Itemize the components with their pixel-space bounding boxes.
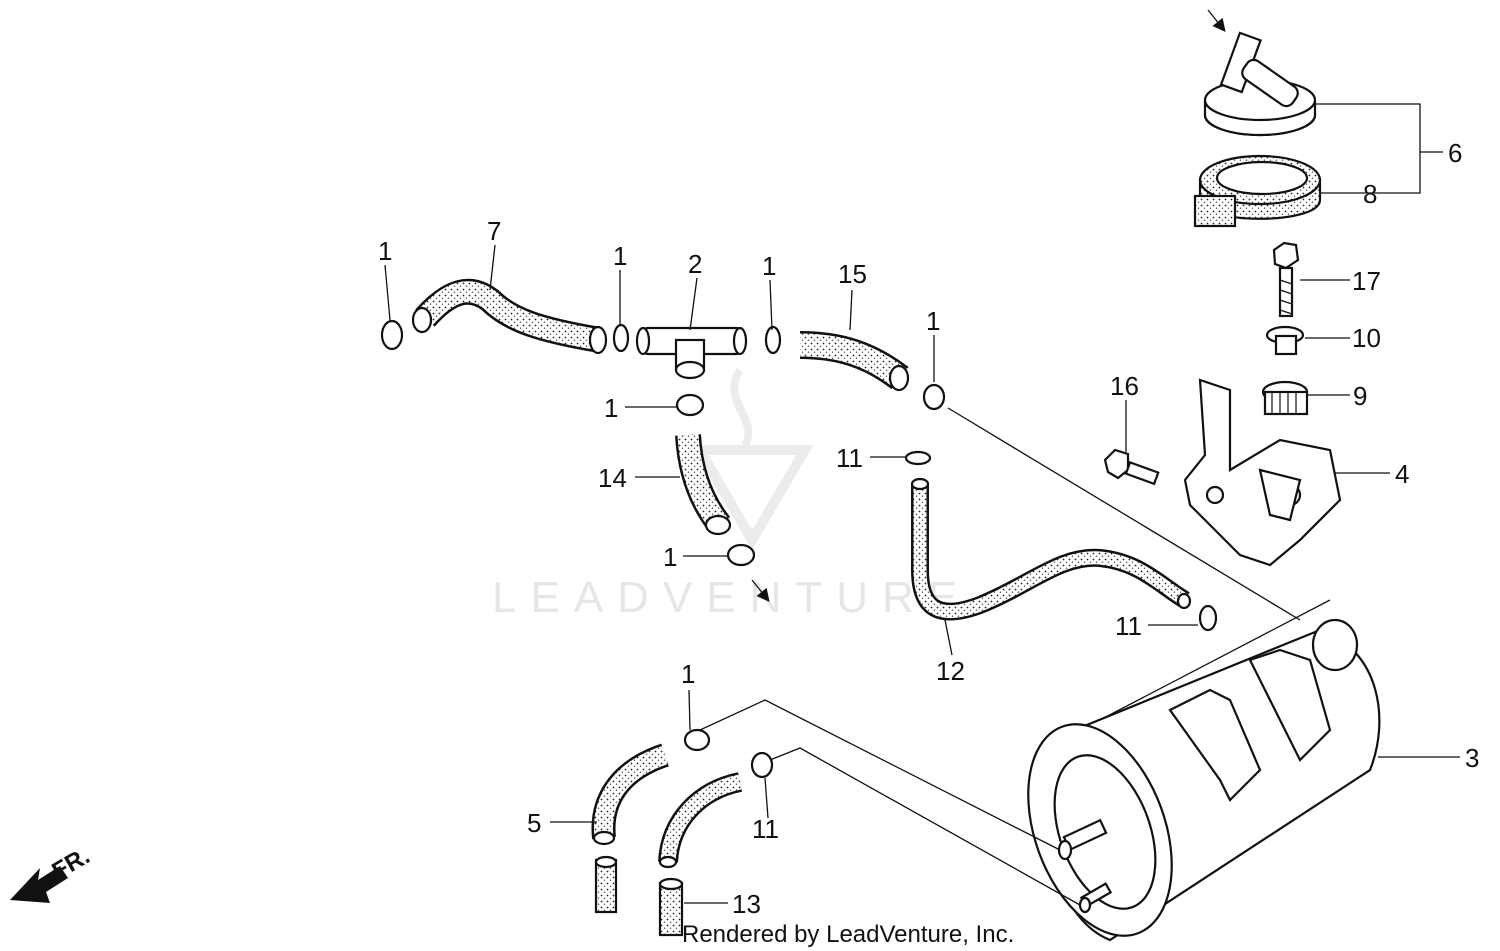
callout-14: 14 — [598, 463, 627, 493]
clamp-1e — [675, 393, 705, 417]
front-direction-icon: FR. — [10, 842, 94, 903]
callout-12: 12 — [936, 656, 965, 686]
clamp-1f — [726, 543, 756, 567]
clamp-1d — [922, 383, 946, 411]
watermark-text: LEADVENTURE — [492, 573, 971, 622]
hose-15 — [799, 331, 910, 392]
callout-1b: 1 — [613, 241, 627, 271]
clamp-1c — [764, 325, 782, 355]
callout-3: 3 — [1465, 743, 1479, 773]
callout-1c: 1 — [762, 251, 776, 281]
t-joint-2 — [635, 326, 748, 380]
callout-2: 2 — [688, 249, 702, 279]
callout-4: 4 — [1395, 459, 1409, 489]
hose-14 — [675, 434, 732, 536]
bracket-4 — [1183, 378, 1342, 567]
clamp-1g — [683, 728, 711, 752]
callout-17: 17 — [1352, 266, 1381, 296]
bolt-17 — [1272, 241, 1300, 318]
watermark: LEADVENTURE — [492, 367, 971, 622]
connect-line-b — [699, 699, 1061, 851]
callout-9: 9 — [1353, 381, 1367, 411]
clip-11a — [904, 450, 932, 466]
connect-line-c — [769, 747, 1081, 906]
callout-1f: 1 — [663, 542, 677, 572]
hose-12 — [910, 477, 1192, 621]
hose-13 — [658, 877, 684, 937]
canister-3 — [1027, 618, 1381, 942]
callout-11b: 11 — [1115, 611, 1142, 641]
callout-16: 16 — [1110, 371, 1139, 401]
callout-13: 13 — [732, 889, 761, 919]
callout-1a: 1 — [378, 236, 392, 266]
callout-11c: 11 — [752, 814, 779, 844]
hose-11-lower — [658, 772, 743, 869]
callout-6: 6 — [1448, 138, 1462, 168]
collar-10 — [1265, 325, 1305, 356]
clamp-1a — [380, 319, 404, 351]
leader-lines — [384, 103, 1460, 904]
callouts: 1 7 1 2 1 15 1 1 14 1 11 12 11 16 6 8 17… — [378, 138, 1479, 919]
cap-6 — [1203, 31, 1317, 137]
hose-5 — [591, 743, 670, 914]
callout-10: 10 — [1352, 323, 1381, 353]
clip-11c — [750, 751, 774, 779]
grommet-9 — [1261, 380, 1309, 416]
ring-8 — [1193, 154, 1322, 228]
callout-8: 8 — [1363, 179, 1377, 209]
footer-credit: Rendered by LeadVenture, Inc. — [682, 921, 1014, 948]
hose-7 — [411, 278, 608, 355]
callout-5: 5 — [527, 808, 541, 838]
clamp-1b — [612, 323, 630, 353]
callout-1d: 1 — [926, 306, 940, 336]
flow-arrow-mid — [751, 579, 770, 603]
callout-1e: 1 — [604, 393, 618, 423]
callout-11a: 11 — [836, 443, 863, 473]
callout-15: 15 — [838, 259, 867, 289]
clip-11b — [1198, 604, 1218, 632]
flow-arrow-top — [1207, 9, 1226, 33]
callout-1g: 1 — [681, 659, 695, 689]
bolt-16 — [1103, 448, 1160, 486]
connect-line-d — [1099, 599, 1331, 721]
callout-7: 7 — [487, 216, 501, 246]
connect-line-a — [947, 407, 1301, 621]
